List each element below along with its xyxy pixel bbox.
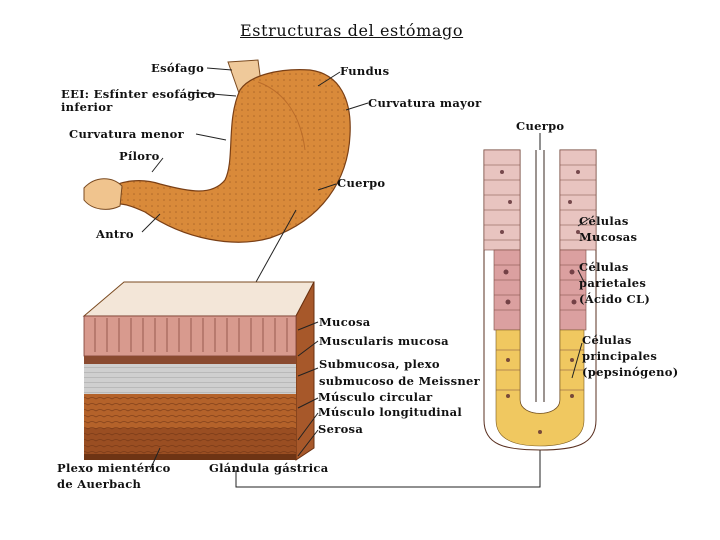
label-principales-line1: Células xyxy=(582,334,632,347)
label-submucosa-line1: Submucosa, plexo xyxy=(319,358,440,371)
gland-lumen xyxy=(528,150,552,409)
label-cuerpo-stomach: Cuerpo xyxy=(337,177,385,190)
label-parietales-line3: (Ácido CL) xyxy=(579,293,650,306)
label-esofago: Esófago xyxy=(151,62,204,75)
label-antro: Antro xyxy=(96,228,134,241)
label-eei-line2: inferior xyxy=(61,101,113,114)
label-muscularis-mucosa: Muscularis mucosa xyxy=(319,335,449,348)
label-cuerpo-gland: Cuerpo xyxy=(516,120,564,133)
label-fundus: Fundus xyxy=(340,65,389,78)
label-mucosas-line1: Células xyxy=(579,215,629,228)
label-submucosa-line2: submucoso de Meissner xyxy=(319,375,480,388)
parietal-cells-left xyxy=(494,250,520,330)
label-musculo-longitudinal: Músculo longitudinal xyxy=(318,406,462,419)
label-mucosas-line2: Mucosas xyxy=(579,231,637,244)
label-curvatura-mayor: Curvatura mayor xyxy=(368,97,481,110)
label-plexo-line2: de Auerbach xyxy=(57,478,141,491)
label-parietales-line2: parietales xyxy=(579,277,646,290)
label-mucosa: Mucosa xyxy=(319,316,371,329)
mucosa-layer xyxy=(84,316,296,356)
label-musculo-circular: Músculo circular xyxy=(318,391,432,404)
wall-cross-section xyxy=(84,282,314,460)
label-glandula: Glándula gástrica xyxy=(209,462,329,475)
label-principales-line3: (pepsinógeno) xyxy=(582,366,678,379)
pylorus-shape xyxy=(84,179,122,210)
diagram-title: Estructuras del estómago xyxy=(240,21,463,40)
muscularis-mucosa-layer xyxy=(84,356,296,364)
serosa-layer xyxy=(84,454,296,460)
label-plexo-line1: Plexo mientérico xyxy=(57,462,171,475)
label-piloro: Píloro xyxy=(119,150,160,163)
label-parietales-line1: Células xyxy=(579,261,629,274)
label-principales-line2: principales xyxy=(582,350,657,363)
label-curvatura-menor: Curvatura menor xyxy=(69,128,184,141)
label-serosa: Serosa xyxy=(318,423,363,436)
